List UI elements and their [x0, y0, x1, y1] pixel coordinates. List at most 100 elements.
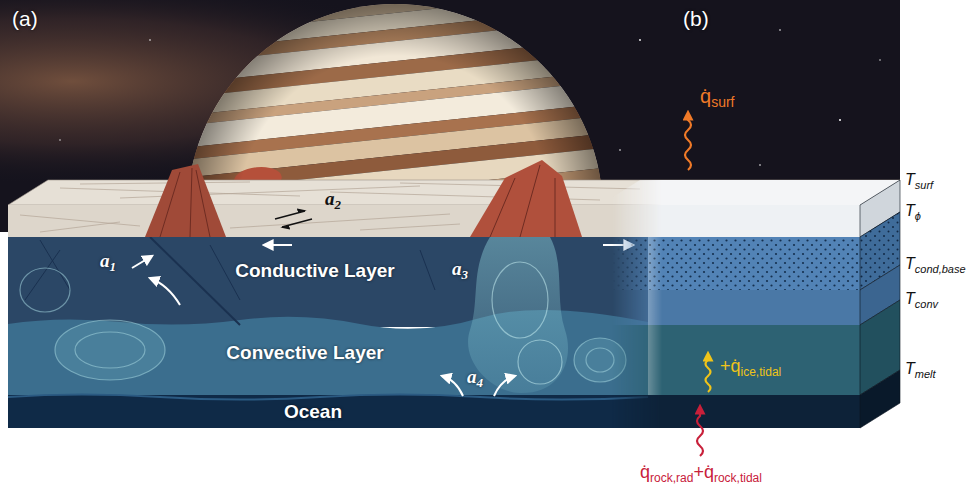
temperature-label: Tcond,base — [905, 254, 966, 273]
motion-arrows-part — [264, 244, 292, 246]
space-background-part — [639, 39, 641, 41]
symbol-text: q̇ — [700, 85, 711, 107]
temperature-label: Tϕ — [905, 201, 921, 220]
symbol-text: (a) — [12, 7, 38, 30]
symbol-text: +q̇ — [720, 356, 741, 376]
plume-part — [492, 262, 548, 338]
plume — [468, 237, 568, 393]
convection-swirls-part — [75, 332, 145, 368]
symbol-text: a — [100, 250, 110, 271]
subscript-text: rock,tidal — [714, 471, 762, 485]
heat-flux-arrows-part — [706, 355, 711, 392]
subscript-text: conv — [915, 298, 938, 310]
ice-shell-cutaway-part — [8, 180, 900, 205]
layer-schematic — [600, 180, 900, 428]
callout-label: a1 — [100, 250, 116, 273]
layer-side-face — [860, 180, 900, 428]
heat-flux-label: +q̇ice,tidal — [720, 356, 781, 378]
layer-band: Conductive Layer — [229, 258, 400, 285]
layer-schematic-part — [600, 180, 900, 205]
subscript-text: ice,tidal — [741, 365, 782, 379]
ridges-part — [470, 160, 582, 237]
layer-schematic-part — [600, 290, 860, 325]
ice-shell-cutaway-part — [8, 395, 648, 400]
space-background-part — [59, 139, 60, 140]
ice-shell-cutaway — [8, 160, 900, 428]
motion-arrows-part — [494, 376, 515, 396]
ice-shell-cutaway-part — [150, 237, 240, 325]
symbol-text: T — [905, 202, 915, 219]
subscript-text: melt — [915, 368, 936, 380]
temperature-label: Tsurf — [905, 170, 933, 189]
symbol-text: T — [905, 255, 915, 272]
layer-schematic-part — [600, 237, 860, 290]
ridges-part — [145, 164, 226, 237]
heat-flux-arrows-part — [697, 408, 703, 456]
layer-band: Ocean — [278, 399, 348, 426]
heat-flux-label: q̇rock,rad+q̇rock,tidal — [640, 462, 762, 484]
panel-letter: (b) — [683, 6, 709, 31]
subscript-text: 2 — [335, 197, 342, 212]
layer-name: Conductive Layer — [235, 260, 394, 283]
ice-shell-cutaway-part — [20, 214, 460, 232]
symbol-text: T — [905, 171, 915, 188]
callout-label: a2 — [325, 188, 341, 211]
layer-schematic-part — [600, 325, 860, 395]
heat-flux-label: q̇surf — [700, 84, 734, 108]
motion-arrows-part — [282, 219, 312, 227]
motion-arrows-part — [132, 256, 152, 268]
space-background-part — [779, 29, 781, 31]
ridges — [145, 160, 582, 237]
symbol-text: +q̇ — [693, 462, 714, 482]
temperature-label: Tmelt — [905, 359, 936, 378]
heat-flux-arrows — [685, 114, 711, 456]
subscript-text: 1 — [110, 259, 117, 274]
symbol-text: T — [905, 360, 915, 377]
motion-arrows-part — [275, 211, 305, 219]
subscript-text: 4 — [477, 375, 484, 390]
plume-part — [468, 237, 568, 393]
symbol-text: a — [452, 258, 462, 279]
symbol-text: (b) — [683, 7, 709, 30]
symbol-text: a — [325, 188, 335, 209]
layer-name: Ocean — [284, 401, 342, 424]
ridges-part — [490, 165, 555, 237]
layer-band: Convective Layer — [220, 340, 389, 367]
heat-flux-arrows-part — [685, 114, 691, 170]
layer-schematic-part — [600, 205, 860, 237]
layer-side-face-part — [860, 370, 900, 428]
subscript-text: ϕ — [915, 210, 921, 222]
space-background-part — [759, 164, 761, 166]
ridges-part — [160, 168, 210, 237]
subscript-text: cond,base — [915, 263, 966, 275]
layer-schematic-part — [600, 395, 860, 428]
ice-shell-cutaway-part — [25, 240, 435, 300]
motion-arrows — [132, 211, 633, 396]
plume-part — [518, 340, 562, 384]
symbol-text: a — [467, 366, 477, 387]
panel-letter: (a) — [12, 6, 38, 31]
symbol-text: q̇ — [640, 462, 650, 482]
motion-arrows-part — [150, 278, 180, 305]
subscript-text: surf — [711, 94, 734, 110]
ice-shell-cutaway-part — [8, 205, 860, 237]
layer-name: Convective Layer — [226, 342, 383, 365]
space-background-part — [839, 119, 841, 121]
symbol-text: T — [905, 290, 915, 307]
callout-label: a4 — [467, 366, 483, 389]
subscript-text: rock,rad — [650, 471, 693, 485]
convection-swirls-part — [55, 320, 165, 380]
motion-arrows-part — [442, 376, 463, 396]
ice-shell-cutaway-part — [8, 395, 860, 428]
subscript-text: 3 — [462, 267, 469, 282]
space-background-part — [149, 39, 151, 41]
callout-label: a3 — [452, 258, 468, 281]
space-background-part — [879, 59, 880, 60]
temperature-label: Tconv — [905, 289, 938, 308]
space-background-part — [619, 149, 621, 151]
subscript-text: surf — [915, 179, 933, 191]
convection-swirls-part — [20, 268, 70, 312]
